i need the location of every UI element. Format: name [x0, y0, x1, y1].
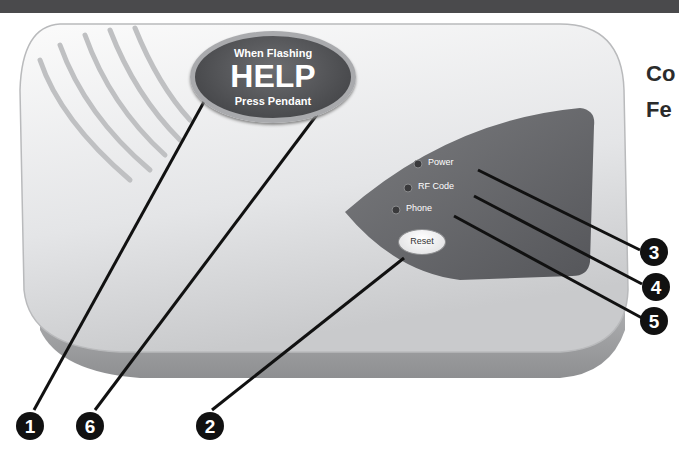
indicator-panel [345, 108, 594, 280]
callout-number: 5 [640, 307, 668, 335]
callout-number: 6 [76, 412, 104, 440]
leader-lines [34, 84, 642, 410]
callout-number: 3 [640, 238, 668, 266]
reset-button: Reset [398, 229, 446, 255]
top-bar [0, 0, 679, 13]
indicator-label: RF Code [418, 182, 454, 192]
callout-number: 4 [642, 273, 670, 301]
speaker-grille [40, 28, 190, 180]
heading-fragment: Fe [646, 98, 672, 122]
help-caption: When Flashing [234, 47, 312, 59]
help-button: When FlashingHELPPress Pendant [190, 31, 356, 123]
help-caption: Press Pendant [235, 95, 311, 107]
power-led [414, 160, 422, 168]
callout-number: 1 [16, 412, 44, 440]
rf-led [404, 184, 412, 192]
indicator-label: Phone [406, 204, 432, 214]
callout-number: 2 [196, 412, 224, 440]
phone-led [392, 206, 400, 214]
indicator-label: Power [428, 158, 454, 168]
reset-text: Reset [410, 237, 434, 247]
help-word: HELP [230, 59, 315, 94]
heading-fragment: Co [646, 62, 675, 86]
housing-top [20, 24, 628, 352]
